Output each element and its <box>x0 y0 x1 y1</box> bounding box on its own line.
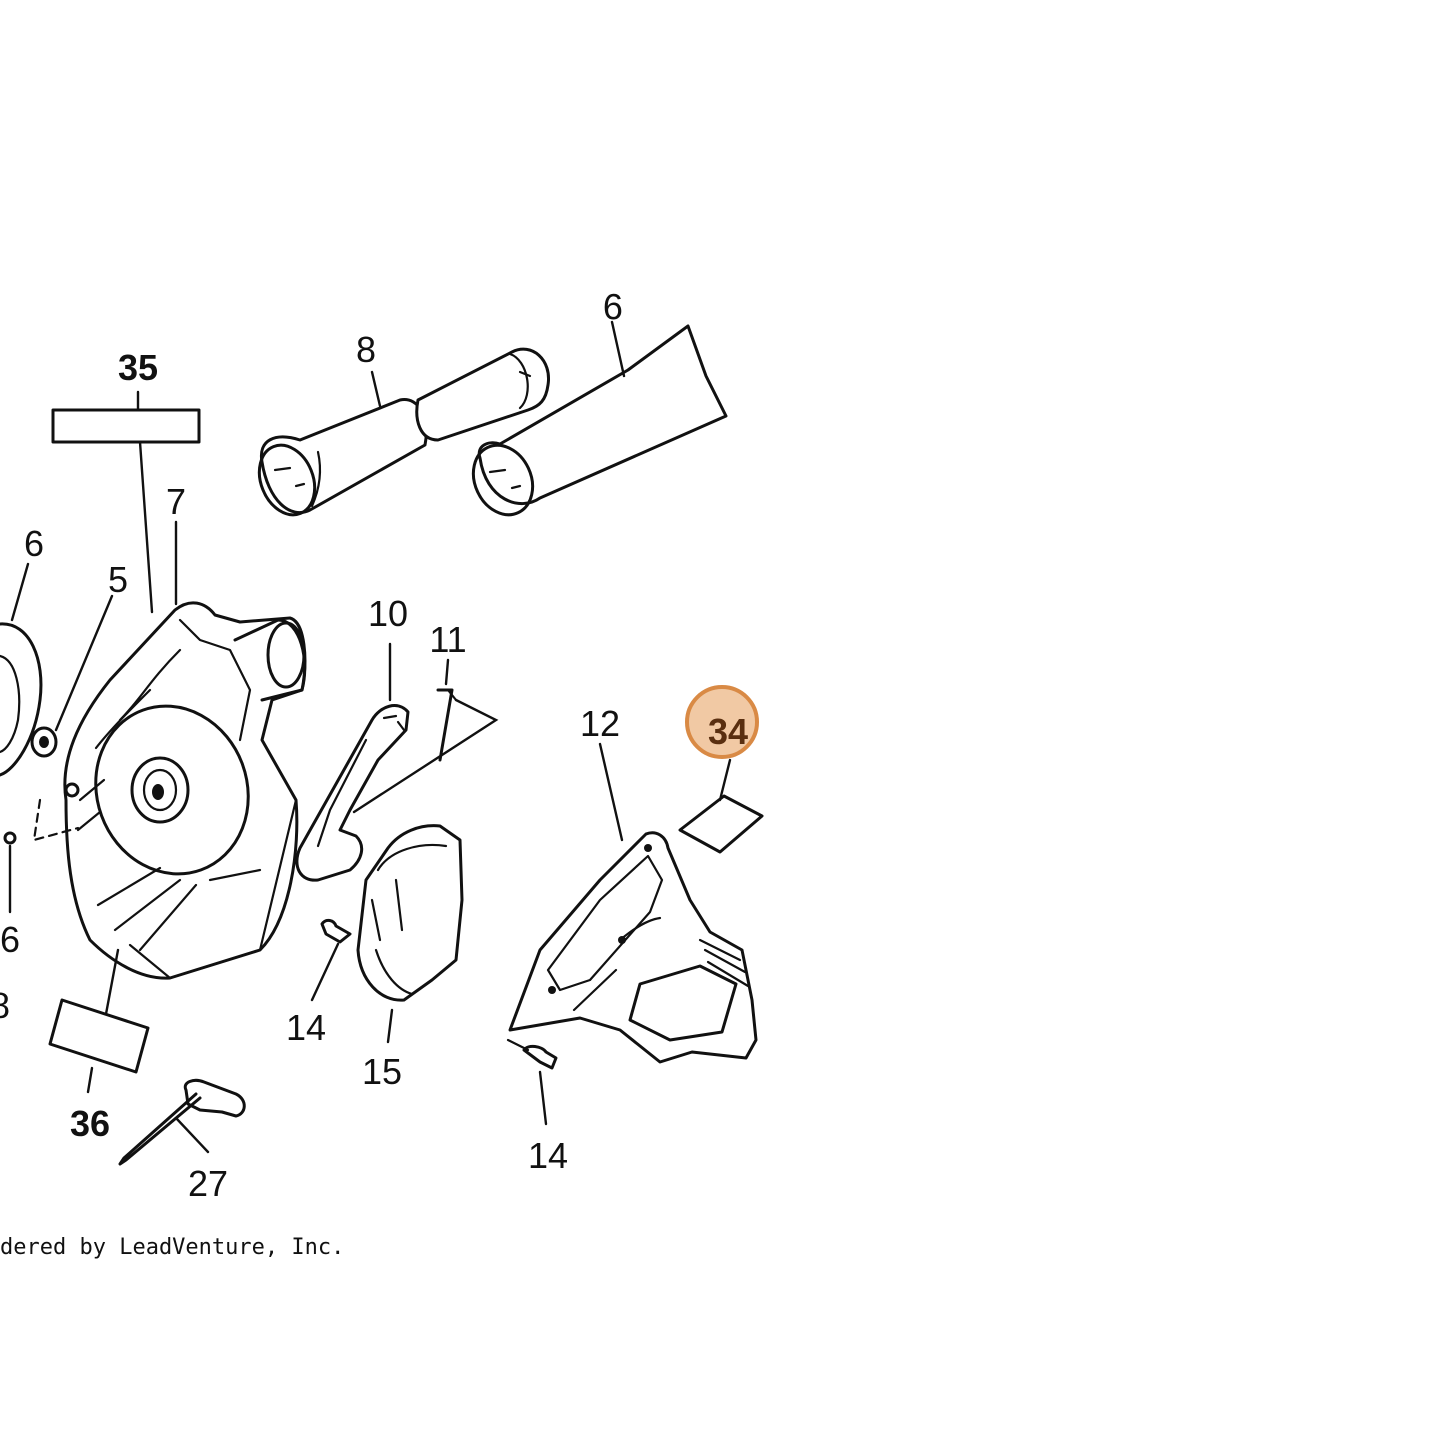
callout-35[interactable]: 35 <box>118 347 158 388</box>
part-6-screw-lower <box>3 798 80 914</box>
callout-15[interactable]: 15 <box>362 1051 402 1092</box>
callout-5[interactable]: 5 <box>108 559 128 600</box>
callout-11[interactable]: 11 <box>429 619 466 660</box>
callout-34[interactable]: 34 <box>708 711 748 752</box>
callout-8-lower[interactable]: 8 <box>0 985 10 1026</box>
callout-10[interactable]: 10 <box>368 593 408 634</box>
callout-14-right[interactable]: 14 <box>528 1135 568 1176</box>
part-6-disk <box>0 562 43 777</box>
credit-text: dered by LeadVenture, Inc. <box>0 1235 344 1260</box>
callout-9[interactable]: 9 <box>603 286 623 327</box>
part-15-cover <box>356 824 464 1044</box>
part-36-label-plate <box>48 948 150 1094</box>
part-9-nozzle <box>471 320 728 517</box>
part-12-cover <box>508 742 758 1064</box>
part-5-washer <box>30 594 114 758</box>
callout-8[interactable]: 8 <box>356 329 376 370</box>
callout-labels: 35 8 9 7 6 5 10 11 12 34 6 8 14 15 36 27… <box>0 286 748 1204</box>
part-34-decal <box>678 758 764 854</box>
part-35-label-plate <box>51 390 201 614</box>
callout-12[interactable]: 12 <box>580 703 620 744</box>
part-11-bracket <box>352 658 499 814</box>
callout-6-lower[interactable]: 6 <box>0 919 20 960</box>
part-27-tool <box>118 1078 246 1166</box>
callout-27[interactable]: 27 <box>188 1163 228 1204</box>
part-14-screw-right <box>506 1038 558 1126</box>
part-8-tube <box>257 347 550 517</box>
callout-14-middle[interactable]: 14 <box>286 1007 326 1048</box>
part-7-housing <box>63 520 307 980</box>
callout-7[interactable]: 7 <box>166 481 186 522</box>
part-14-screw-middle <box>310 918 352 1002</box>
callout-36[interactable]: 36 <box>70 1103 110 1144</box>
callout-6-upper[interactable]: 6 <box>24 523 44 564</box>
part-10-gasket <box>295 642 410 882</box>
highlight-marker-34[interactable] <box>685 685 759 759</box>
